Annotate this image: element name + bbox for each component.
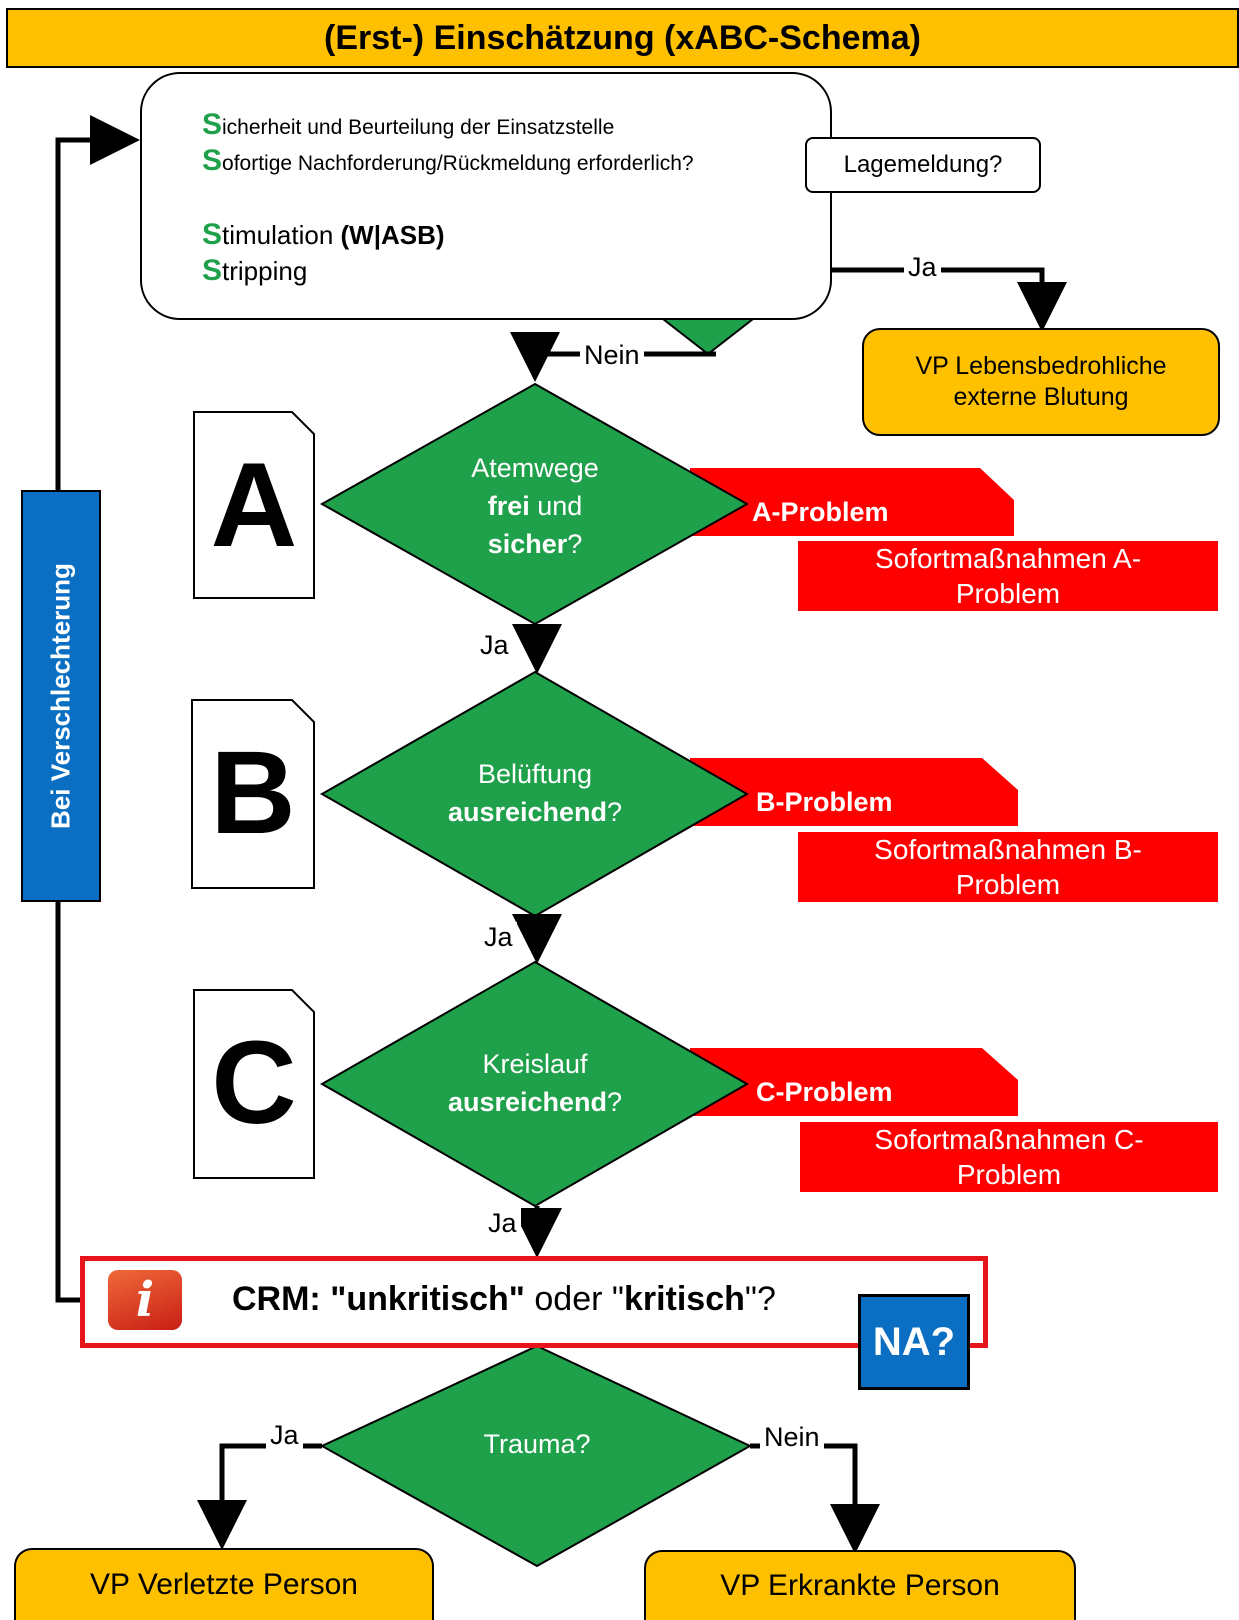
trauma-question: Trauma? <box>483 1429 591 1459</box>
doc-shape-a <box>193 411 315 599</box>
b-yes-label: Ja <box>480 922 517 953</box>
vp-bleeding-box: VP Lebensbedrohliche externe Blutung <box>862 328 1220 436</box>
a-problem-tab <box>690 468 1014 536</box>
b-question: Belüftung ausreichend? <box>447 759 623 827</box>
safety-assessment-box <box>140 72 832 320</box>
trauma-yes-label: Ja <box>266 1420 303 1451</box>
info-icon: i <box>108 1270 182 1330</box>
trauma-diamond <box>319 1344 753 1568</box>
c-problem-tab <box>690 1048 1018 1116</box>
c-yes-label: Ja <box>484 1208 521 1239</box>
lagemeldung-box: Lagemeldung? <box>805 137 1041 193</box>
x-yes-line <box>816 267 1067 332</box>
letter-b: B <box>210 727 296 859</box>
doc-shape-b <box>191 699 315 889</box>
c-question: Kreislauf ausreichend? <box>447 1049 623 1117</box>
vp-sick-box: VP Erkrankte Person <box>644 1550 1076 1620</box>
trauma-no-line <box>750 1443 880 1554</box>
trauma-no-label: Nein <box>760 1422 824 1453</box>
c-measures-box: Sofortmaßnahmen C-Problem <box>800 1122 1218 1192</box>
safety-line-2: Sofortige Nachforderung/Rückmeldung erfo… <box>202 144 694 177</box>
deterioration-bar: Bei Verschlechterung <box>21 490 101 902</box>
crm-question: CRM: "unkritisch" oder "kritisch"? <box>232 1280 776 1318</box>
doc-shape-c <box>193 989 315 1179</box>
x-decision-label: "x" <box>677 246 739 290</box>
x-no-label: Nein <box>580 340 644 371</box>
trauma-yes-line <box>197 1443 322 1550</box>
na-badge: NA? <box>858 1294 970 1390</box>
a-problem-label: A-Problem <box>752 497 889 527</box>
vp-bleeding-line-1: VP Lebensbedrohliche <box>915 351 1167 380</box>
page-title: (Erst-) Einschätzung (xABC-Schema) <box>6 8 1239 68</box>
letter-c: C <box>211 1017 297 1149</box>
x-no-line <box>510 332 716 382</box>
deterioration-label: Bei Verschlechterung <box>45 563 76 829</box>
x-yes-label: Ja <box>904 252 941 283</box>
vp-bleeding-line-2: externe Blutung <box>953 383 1129 411</box>
b-problem-tab <box>690 758 1018 826</box>
b-problem-label: B-Problem <box>756 787 893 817</box>
letter-a: A <box>210 438 298 572</box>
b-measures-box: Sofortmaßnahmen B-Problem <box>798 832 1218 902</box>
safety-line-4: Stripping <box>202 254 308 287</box>
safety-line-1: Sicherheit und Beurteilung der Einsatzst… <box>202 108 615 141</box>
vp-injured-box: VP Verletzte Person <box>14 1548 434 1620</box>
crm-box <box>80 1256 988 1348</box>
c-problem-label: C-Problem <box>756 1077 893 1107</box>
a-question: Atemwege frei und sicher? <box>471 453 599 559</box>
a-yes-label: Ja <box>476 630 513 661</box>
a-measures-box: Sofortmaßnahmen A-Problem <box>798 541 1218 611</box>
safety-line-3: Stimulation (W|ASB) <box>202 218 445 251</box>
